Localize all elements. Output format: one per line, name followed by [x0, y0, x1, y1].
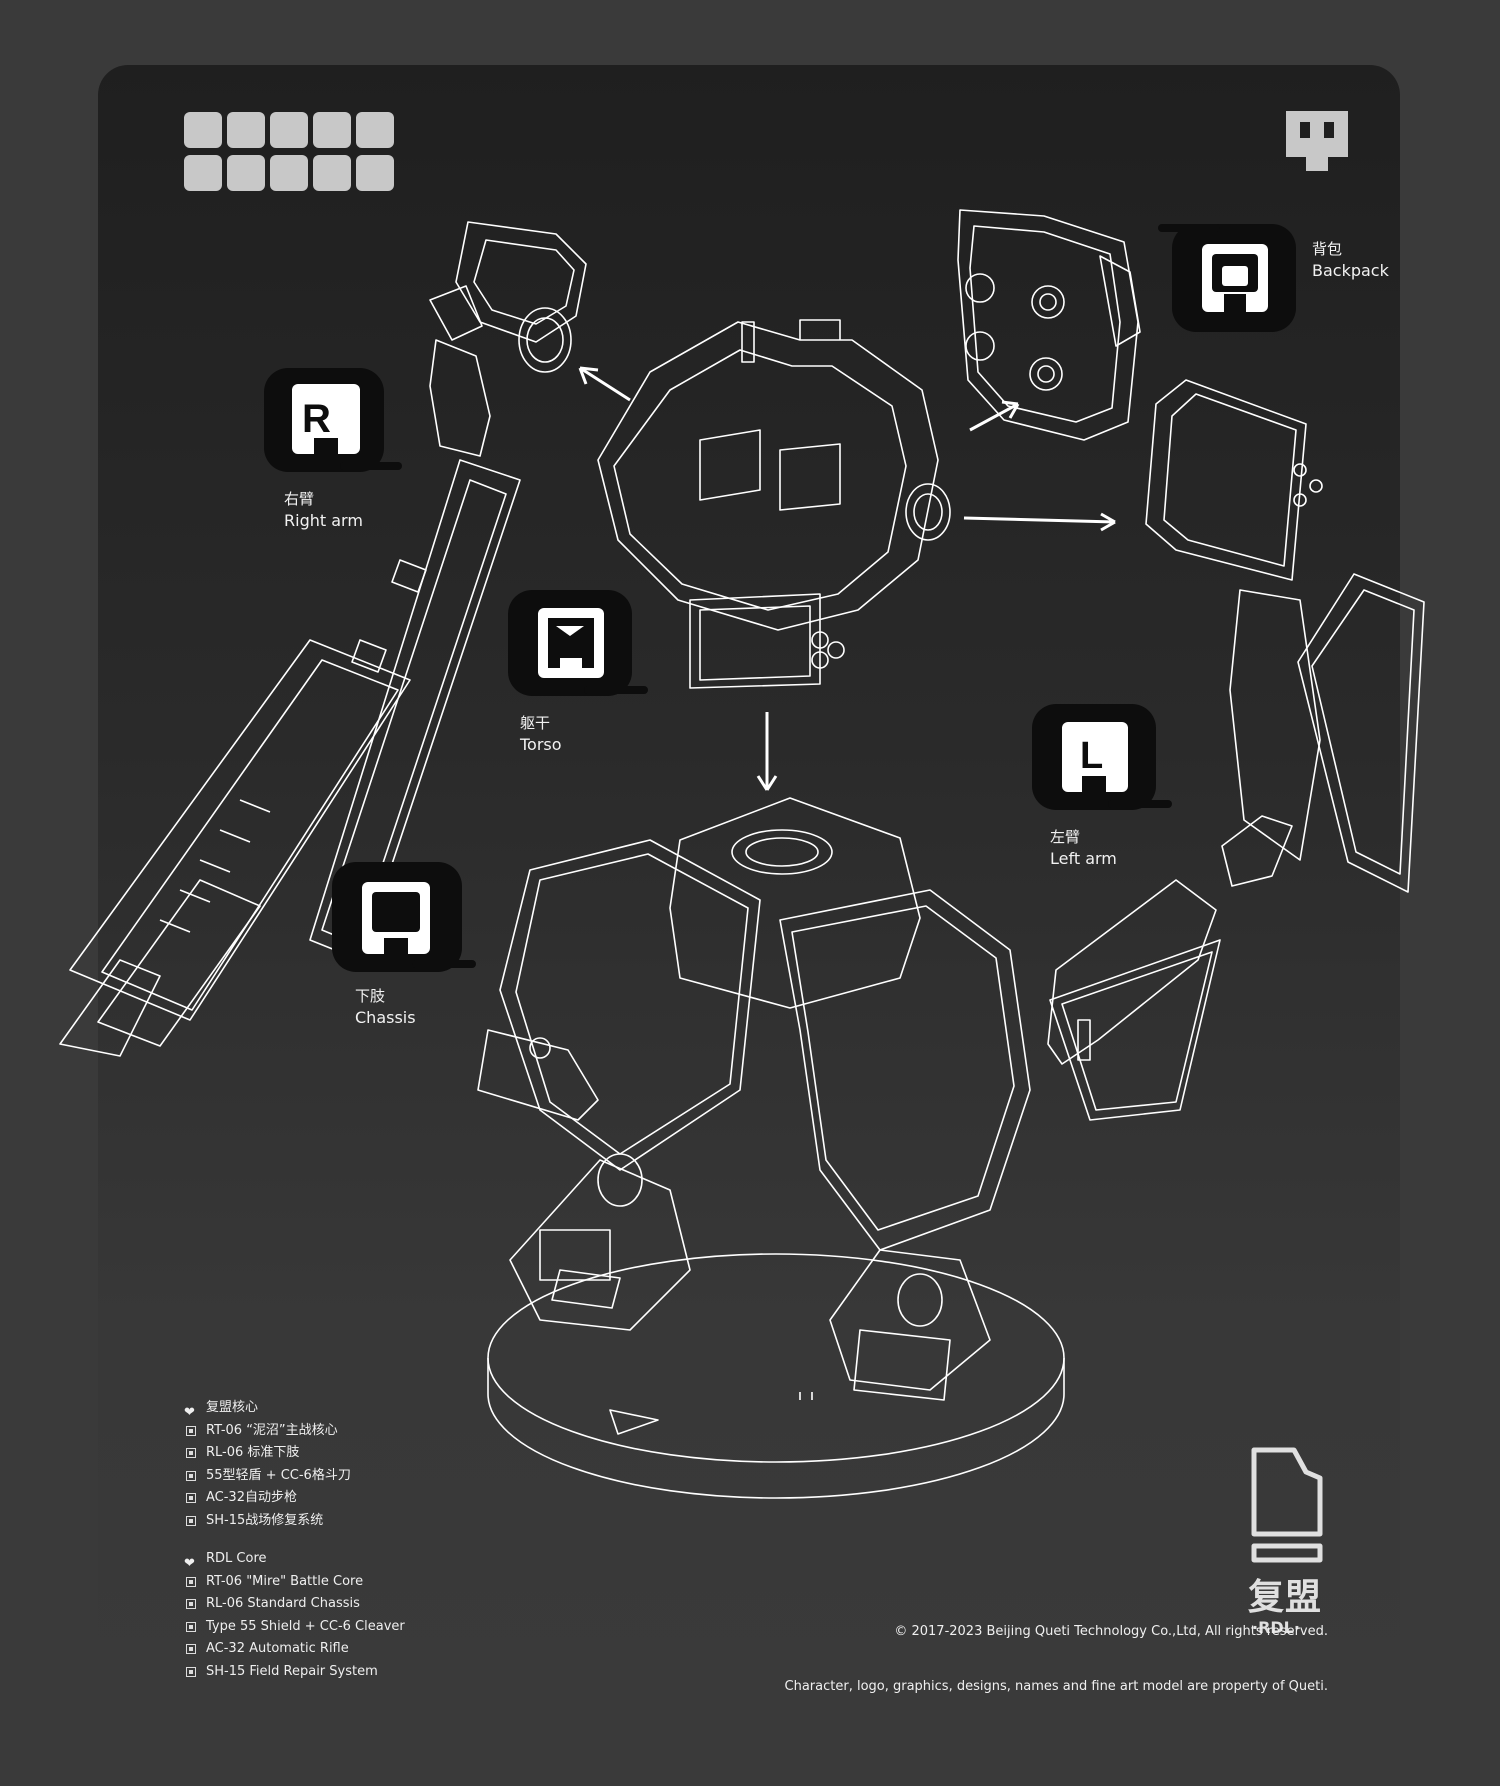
- component-list-zh: ❤复盟核心 RT-06 “泥沼”主战核心 RL-06 标准下肢 55型轻盾 + …: [184, 1397, 351, 1533]
- torso-label-en: Torso: [520, 735, 562, 754]
- tile-grid-logo: [184, 112, 394, 191]
- chassis-label-en: Chassis: [355, 1008, 416, 1027]
- torso-drawing: [597, 319, 951, 689]
- torso-glyph-icon: [1286, 111, 1348, 171]
- backpack-drawing: [957, 209, 1141, 441]
- torso-mini-icon: [186, 1576, 196, 1587]
- torso-mini-icon: [186, 1425, 196, 1436]
- left-arm-label-zh: 左臂: [1050, 828, 1081, 846]
- chassis-badge-icon: [332, 862, 476, 972]
- heart-icon: ❤: [184, 1556, 195, 1571]
- right-arm-badge-icon: R: [264, 368, 402, 472]
- chassis-drawing: [477, 797, 1065, 1499]
- direction-arrow-icon: [578, 366, 1116, 791]
- brand-logo-en: ·RDL·: [1252, 1618, 1300, 1637]
- list-item: RT-06 “泥沼”主战核心: [184, 1420, 351, 1443]
- list-item: AC-32自动步枪: [184, 1487, 351, 1510]
- svg-text:R: R: [302, 397, 331, 441]
- right-arm-label-zh: 右臂: [284, 490, 315, 508]
- list-item: 55型轻盾 + CC-6格斗刀: [184, 1465, 351, 1488]
- right-arm-mini-icon: [186, 1493, 196, 1504]
- list-item: AC-32 Automatic Rifle: [184, 1638, 405, 1661]
- backpack-label-zh: 背包: [1312, 240, 1343, 258]
- heart-icon: ❤: [184, 1405, 195, 1420]
- left-arm-mini-icon: [186, 1470, 196, 1481]
- torso-badge-icon: [508, 590, 648, 696]
- list-item: RL-06 标准下肢: [184, 1442, 351, 1465]
- background-panel: [98, 65, 1400, 1745]
- list-title: ❤RDL Core: [184, 1551, 267, 1571]
- list-title: ❤复盟核心: [184, 1400, 259, 1420]
- rdl-logo-icon: [1251, 1447, 1323, 1563]
- right-arm-mini-icon: [186, 1644, 196, 1655]
- brand-logo-zh: 复盟: [1248, 1577, 1323, 1618]
- svg-text:L: L: [1080, 735, 1103, 777]
- left-arm-badge-icon: L: [1032, 704, 1172, 810]
- list-item: SH-15战场修复系统: [184, 1510, 351, 1533]
- copyright-line-1: © 2017-2023 Beijing Queti Technology Co.…: [894, 1624, 1328, 1639]
- chassis-mini-icon: [186, 1448, 196, 1459]
- list-item: RT-06 "Mire" Battle Core: [184, 1571, 405, 1594]
- backpack-mini-icon: [186, 1666, 196, 1677]
- list-item: RL-06 Standard Chassis: [184, 1593, 405, 1616]
- backpack-label-en: Backpack: [1312, 261, 1389, 280]
- right-arm-rifle-drawing: [59, 221, 587, 1057]
- list-item: Type 55 Shield + CC-6 Cleaver: [184, 1616, 405, 1639]
- left-arm-shield-drawing: [1047, 379, 1425, 1121]
- torso-label-zh: 躯干: [520, 714, 551, 732]
- chassis-label-zh: 下肢: [355, 987, 386, 1005]
- left-arm-label-en: Left arm: [1050, 849, 1117, 868]
- chassis-mini-icon: [186, 1599, 196, 1610]
- right-arm-label-en: Right arm: [284, 511, 363, 530]
- backpack-badge-icon: [1158, 224, 1296, 332]
- component-list-en: ❤RDL Core RT-06 "Mire" Battle Core RL-06…: [184, 1548, 405, 1684]
- left-arm-mini-icon: [186, 1621, 196, 1632]
- copyright-line-2: Character, logo, graphics, designs, name…: [784, 1679, 1328, 1694]
- list-item: SH-15 Field Repair System: [184, 1661, 405, 1684]
- backpack-mini-icon: [186, 1515, 196, 1526]
